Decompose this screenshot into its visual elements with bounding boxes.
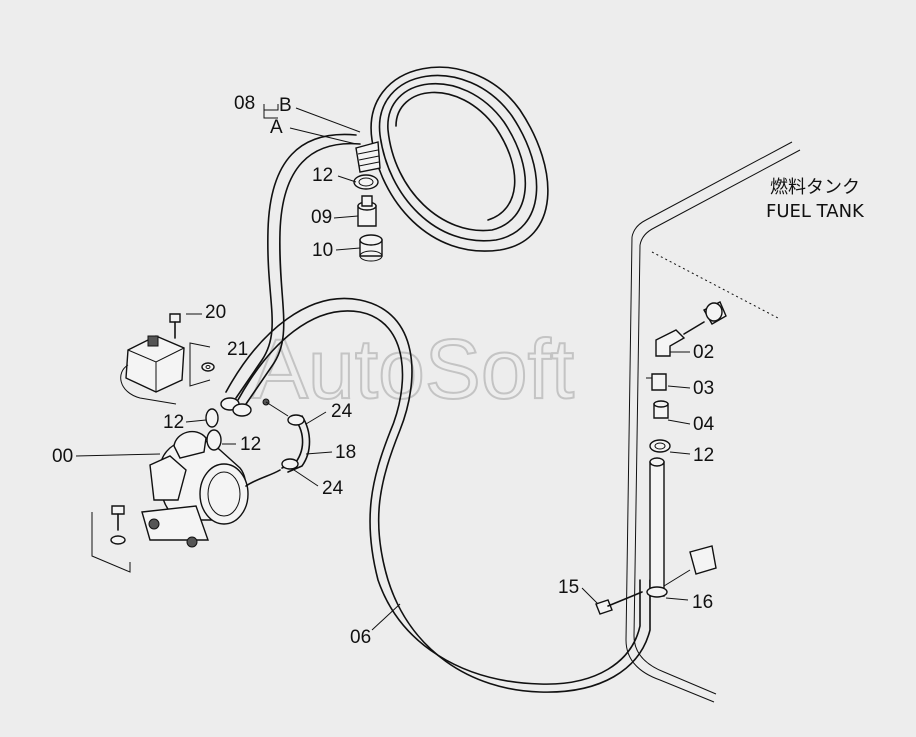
hose-18 — [262, 398, 311, 473]
fitting-09 — [357, 195, 377, 227]
callout-B: B — [279, 95, 292, 116]
fuel-tank-outline — [625, 141, 801, 703]
callout-12-pump-a: 12 — [163, 412, 184, 433]
sleeve-10 — [359, 234, 383, 262]
elbow-02 — [655, 321, 705, 357]
callout-A: A — [270, 117, 283, 138]
callout-04: 04 — [693, 414, 715, 435]
callout-18: 18 — [335, 442, 356, 463]
hose-08-line — [235, 133, 361, 405]
fuel-tank-title-jp: 燃料タンク — [770, 177, 860, 198]
callout-21: 21 — [227, 339, 248, 360]
bolt-15 — [595, 591, 643, 615]
callout-15: 15 — [558, 577, 579, 598]
fitting-cap-02-area — [703, 301, 727, 325]
clamp-12-pump-a — [205, 408, 219, 428]
clamp-12-top — [353, 174, 379, 190]
callout-16: 16 — [692, 592, 713, 613]
callout-02: 02 — [693, 342, 714, 363]
hose-06 — [220, 297, 651, 693]
callout-12-tank: 12 — [693, 445, 714, 466]
washer-21 — [201, 362, 215, 372]
clamp-12-tank — [649, 439, 671, 453]
leader-lines — [75, 104, 691, 631]
fuel-tank-title-en: FUEL TANK — [766, 201, 865, 222]
callout-00: 00 — [52, 446, 73, 467]
clamp-12-pump-b — [206, 429, 222, 451]
callout-10: 10 — [312, 240, 333, 261]
callout-24-top: 24 — [331, 401, 353, 422]
callout-12-top: 12 — [312, 165, 333, 186]
coiled-hose-08 — [355, 66, 549, 252]
watermark: AutoSoft — [252, 322, 574, 416]
relay-box — [120, 335, 185, 405]
callout-20: 20 — [205, 302, 226, 323]
callout-03: 03 — [693, 378, 714, 399]
callout-06: 06 — [350, 627, 371, 648]
bolt-20 — [169, 313, 181, 339]
union-03 — [646, 373, 667, 391]
bracket-right — [663, 545, 717, 587]
callout-09: 09 — [311, 207, 332, 228]
pipe-16 — [646, 457, 668, 598]
bracket-lines — [189, 342, 211, 387]
callout-12-pump-b: 12 — [240, 434, 261, 455]
bolt-lower-left — [91, 505, 131, 573]
callout-24-bottom: 24 — [322, 478, 344, 499]
callout-08: 08 — [234, 93, 255, 114]
fuel-pump-00 — [141, 430, 281, 548]
adapter-04 — [653, 400, 669, 419]
